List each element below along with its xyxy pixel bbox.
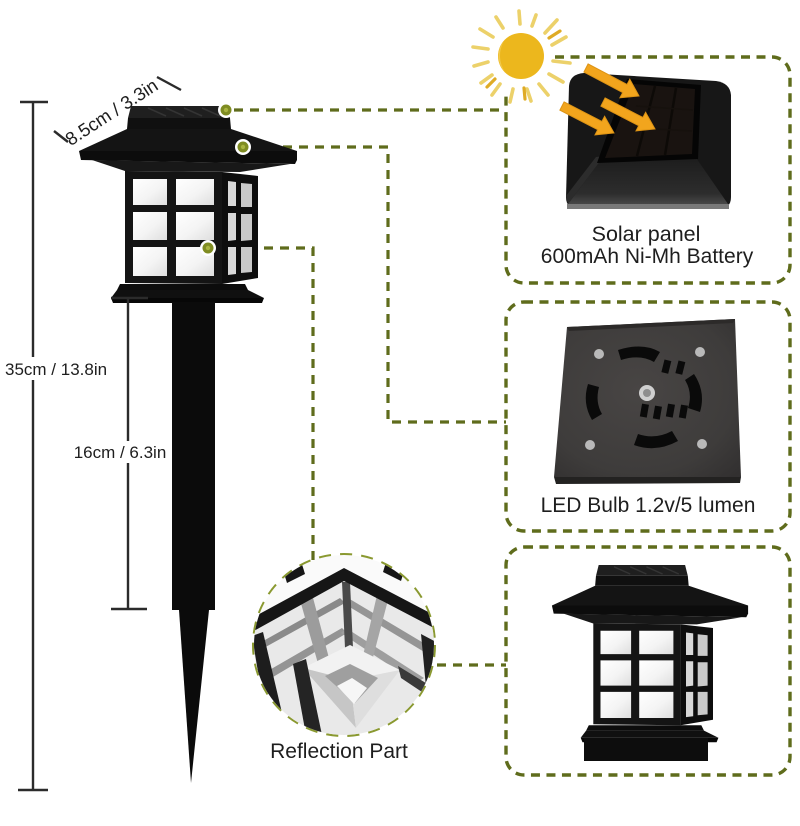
svg-text:35cm / 13.8in: 35cm / 13.8in	[5, 360, 107, 379]
svg-text:Reflection Part: Reflection Part	[270, 740, 408, 763]
svg-text:Solar panel: Solar panel	[592, 222, 701, 246]
svg-text:16cm / 6.3in: 16cm / 6.3in	[74, 443, 167, 462]
svg-text:LED Bulb 1.2v/5 lumen: LED Bulb 1.2v/5 lumen	[541, 494, 756, 517]
svg-text:600mAh Ni-Mh Battery: 600mAh Ni-Mh Battery	[541, 245, 754, 268]
